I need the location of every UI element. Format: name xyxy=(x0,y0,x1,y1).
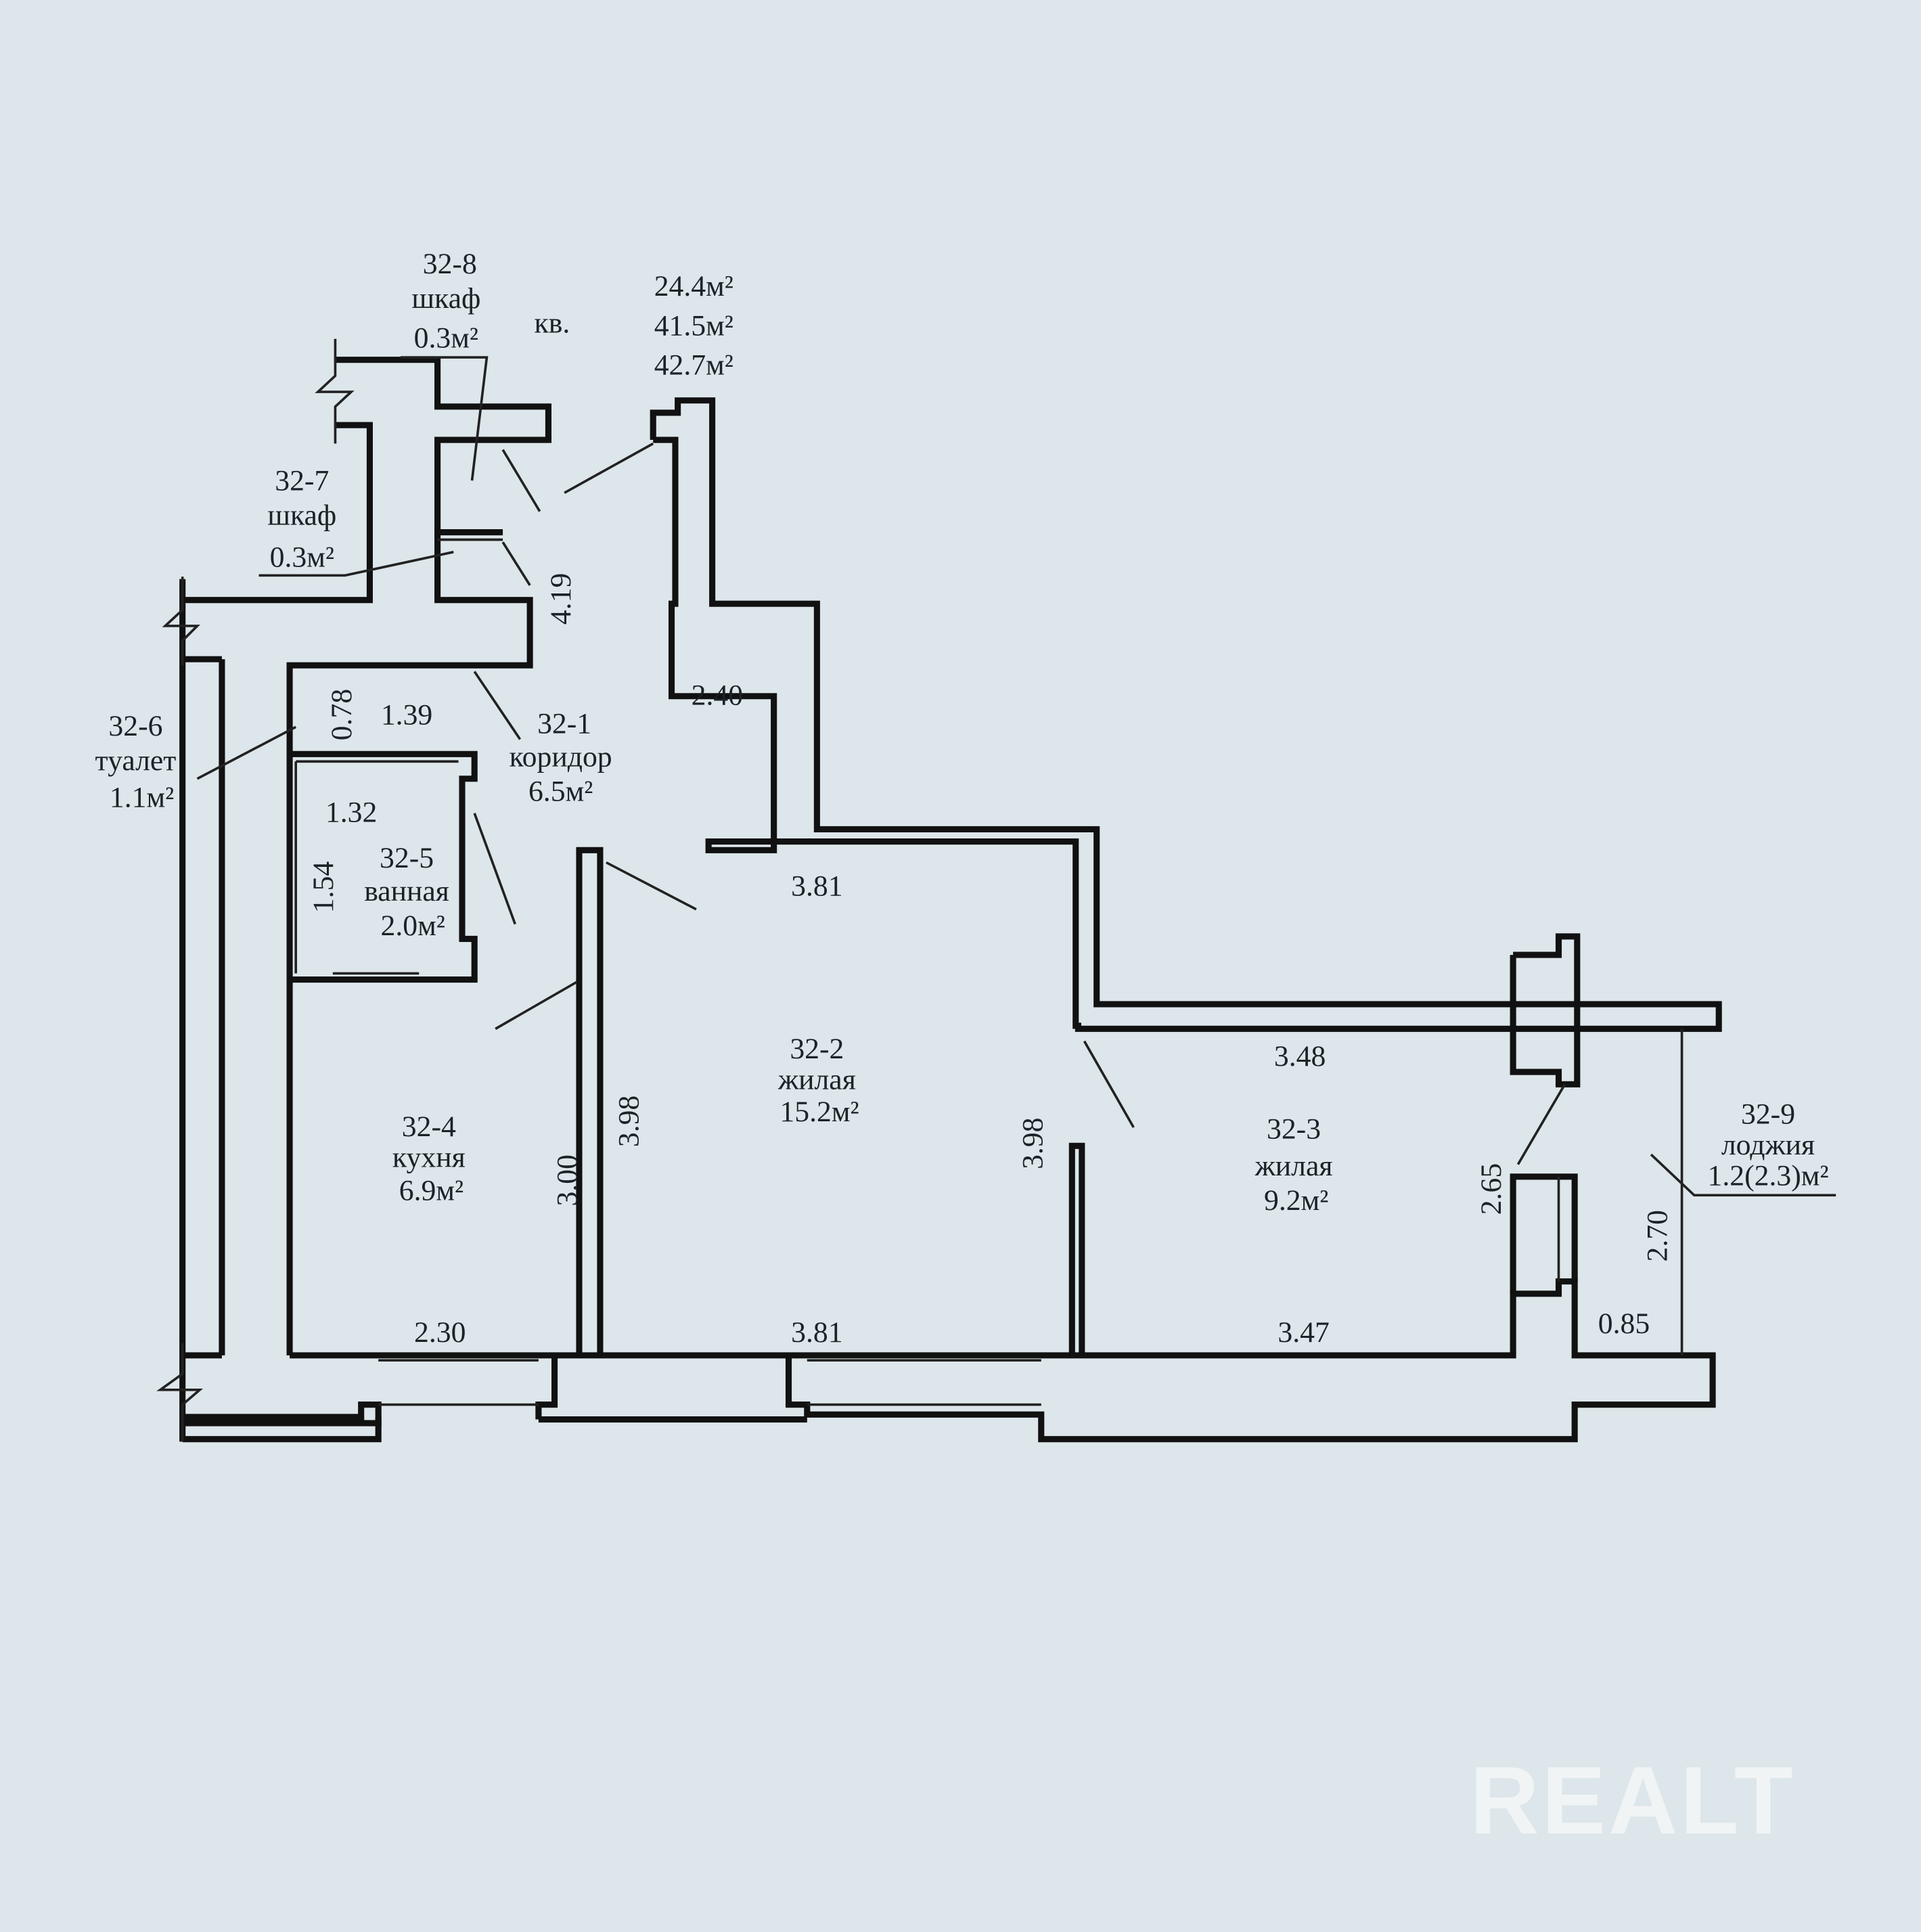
room-id: 32-6 xyxy=(108,710,162,742)
dimension: 1.32 xyxy=(325,796,377,828)
room-name: лоджия xyxy=(1721,1129,1815,1161)
dimension: 0.78 xyxy=(325,689,358,740)
room-id: 32-7 xyxy=(275,465,329,497)
room-name: жилая xyxy=(777,1064,856,1096)
dimension: 2.65 xyxy=(1475,1163,1508,1215)
dimension: 2.40 xyxy=(692,679,743,711)
dimension: 3.81 xyxy=(791,870,842,903)
room-area: 6.5м² xyxy=(528,776,593,808)
dimension: 4.19 xyxy=(545,573,577,625)
dimension: 2.30 xyxy=(414,1316,466,1349)
dimension: 3.48 xyxy=(1274,1040,1326,1073)
dimension: 0.85 xyxy=(1598,1307,1650,1340)
room-name: шкаф xyxy=(267,499,336,532)
room-id: 32-1 xyxy=(537,707,591,740)
labels: кв. 24.4м² 41.5м² 42.7м² 32-8 шкаф 0.3м²… xyxy=(95,248,1829,1217)
watermark-logo: REALT xyxy=(1470,1747,1795,1854)
room-id: 32-2 xyxy=(790,1033,844,1065)
room-area: 0.3м² xyxy=(414,321,478,354)
room-id: 32-8 xyxy=(423,248,477,280)
room-id: 32-3 xyxy=(1267,1113,1321,1145)
dimension: 2.70 xyxy=(1642,1210,1674,1261)
room-name: туалет xyxy=(95,744,177,777)
dimension: 3.00 xyxy=(551,1154,583,1206)
total-area-with-loggia: 42.7м² xyxy=(654,349,733,382)
room-area: 1.1м² xyxy=(110,782,174,814)
room-name: ванная xyxy=(364,875,449,907)
living-area-total: 24.4м² xyxy=(654,270,733,302)
dimension: 3.47 xyxy=(1278,1316,1329,1349)
room-id: 32-4 xyxy=(402,1110,456,1143)
room-area: 9.2м² xyxy=(1264,1184,1328,1217)
dimension: 1.54 xyxy=(307,861,340,914)
walls xyxy=(156,338,1836,1443)
apartment-prefix: кв. xyxy=(535,307,570,340)
room-name: кухня xyxy=(392,1141,466,1173)
total-area: 41.5м² xyxy=(654,309,733,342)
dimension: 3.98 xyxy=(1017,1117,1049,1169)
dimension: 3.98 xyxy=(612,1096,645,1147)
room-name: жилая xyxy=(1255,1150,1333,1182)
room-area: 6.9м² xyxy=(399,1174,464,1207)
dimension: 1.39 xyxy=(381,699,432,732)
room-area: 0.3м² xyxy=(270,541,334,574)
room-area: 2.0м² xyxy=(380,909,445,942)
room-id: 32-5 xyxy=(380,842,434,874)
room-id: 32-9 xyxy=(1741,1098,1795,1131)
room-area: 15.2м² xyxy=(779,1096,859,1128)
dimension: 3.81 xyxy=(791,1316,842,1349)
room-name: шкаф xyxy=(411,282,480,315)
room-area: 1.2(2.3)м² xyxy=(1707,1160,1828,1192)
room-name: коридор xyxy=(510,741,612,773)
dimensions: 4.19 0.78 1.39 2.40 1.32 1.54 3.81 3.98 … xyxy=(307,573,1674,1349)
